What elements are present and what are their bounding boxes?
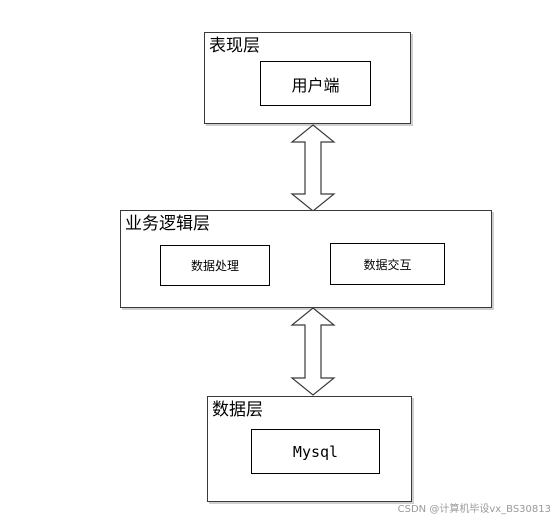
- client-box: 用户端: [260, 61, 371, 106]
- business-logic-layer-title: 业务逻辑层: [125, 214, 210, 234]
- watermark: CSDN @计算机毕设vx_BS30813: [397, 504, 551, 515]
- business-logic-layer: 业务逻辑层 数据处理 数据交互: [120, 210, 492, 308]
- presentation-layer-title: 表现层: [209, 36, 260, 56]
- data-layer-title: 数据层: [212, 400, 263, 420]
- data-interaction-box: 数据交互: [330, 243, 445, 285]
- data-layer: 数据层 Mysql: [207, 396, 412, 502]
- double-arrow-icon-bottom: [290, 307, 336, 396]
- mysql-box: Mysql: [251, 429, 380, 474]
- presentation-layer: 表现层 用户端: [204, 32, 411, 124]
- data-processing-box: 数据处理: [160, 245, 270, 286]
- double-arrow-icon-top: [290, 124, 336, 212]
